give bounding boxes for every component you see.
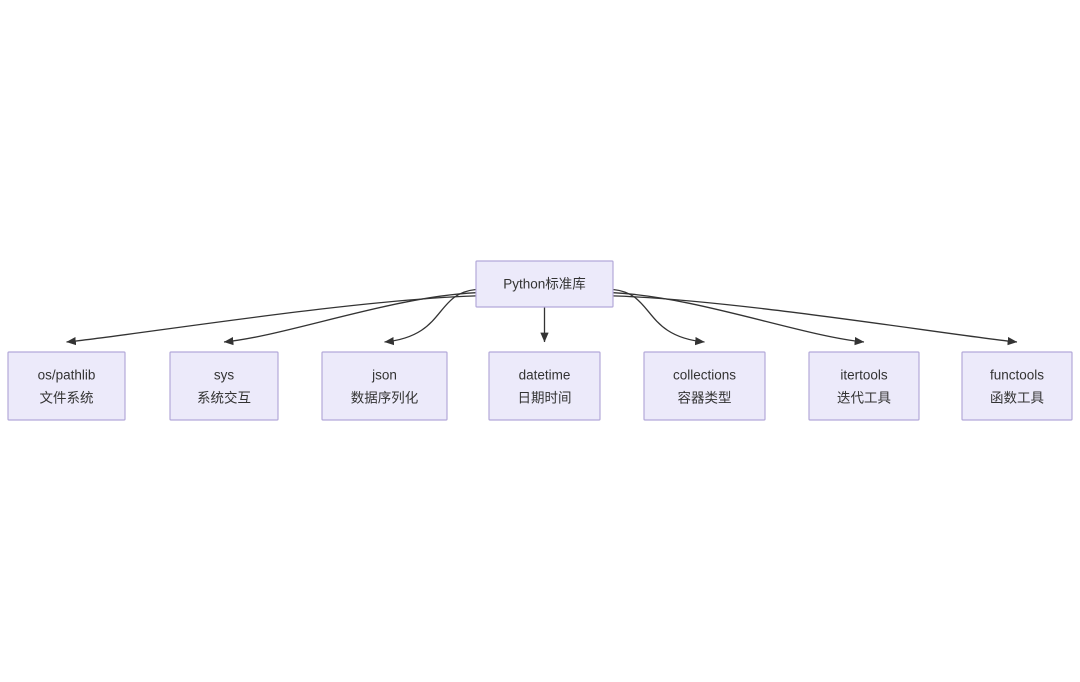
node-json[interactable]: json 数据序列化 [321,351,448,421]
node-os-pathlib[interactable]: os/pathlib 文件系统 [7,351,126,421]
node-datetime-box [488,351,601,421]
node-collections-title: collections [673,368,736,383]
node-functools-subtitle: 函数工具 [990,391,1044,406]
node-sys-title: sys [214,368,235,383]
node-datetime-title: datetime [519,368,571,383]
node-json-title: json [371,368,397,383]
node-itertools-box [808,351,920,421]
node-os-pathlib-title: os/pathlib [38,368,96,383]
node-collections-box [643,351,766,421]
edge-root-to-json [384,288,477,346]
node-os-pathlib-box [7,351,126,421]
edge-root-to-itertools [612,292,865,346]
node-root-label: Python标准库 [503,277,586,292]
node-os-pathlib-subtitle: 文件系统 [40,391,94,406]
edge-root-to-collections [612,288,705,346]
node-root-box [475,260,614,308]
node-sys-subtitle: 系统交互 [197,390,251,406]
node-datetime[interactable]: datetime 日期时间 [488,351,601,421]
node-functools-box [961,351,1073,421]
node-itertools-title: itertools [840,368,888,383]
edge-root-to-functools [612,295,1018,346]
node-json-subtitle: 数据序列化 [351,391,419,406]
node-sys-box [169,351,279,421]
node-sys[interactable]: sys 系统交互 [169,351,279,421]
node-root[interactable]: Python标准库 [475,260,614,308]
node-collections-subtitle: 容器类型 [678,390,732,406]
node-itertools-subtitle: 迭代工具 [837,391,891,406]
node-json-box [321,351,448,421]
edge-root-to-sys [223,292,477,346]
nodes-layer: Python标准库 os/pathlib 文件系统 sys 系统交互 json 数据序列化 d… [7,260,1073,421]
node-itertools[interactable]: itertools 迭代工具 [808,351,920,421]
node-datetime-subtitle: 日期时间 [518,391,572,406]
edges-layer [66,288,1018,346]
node-functools-title: functools [990,368,1044,383]
edge-root-to-os-pathlib [66,295,477,346]
node-collections[interactable]: collections 容器类型 [643,351,766,421]
node-functools[interactable]: functools 函数工具 [961,351,1073,421]
